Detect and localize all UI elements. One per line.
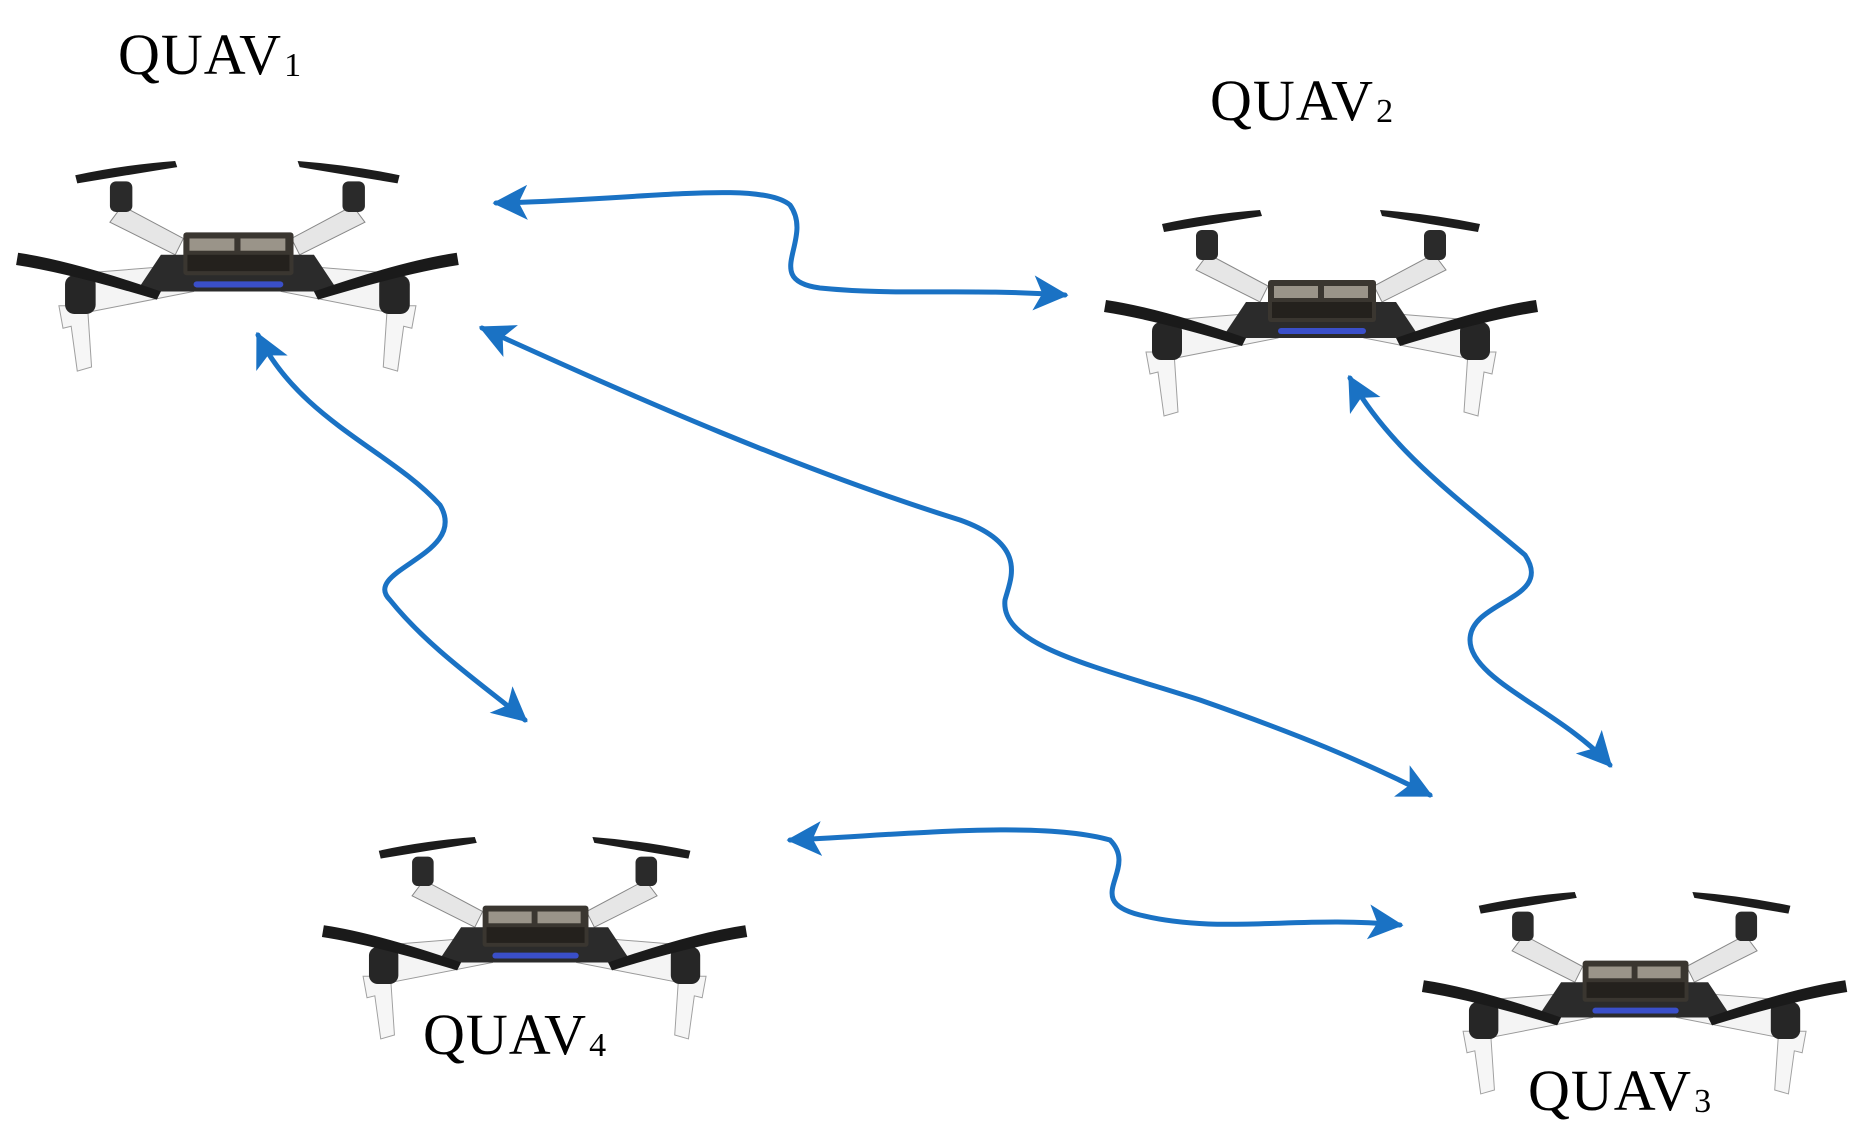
node-label-q3: QUAV3 xyxy=(1528,1062,1712,1120)
node-name: QUAV xyxy=(1528,1058,1693,1123)
quadcopter-icon xyxy=(1103,209,1539,417)
link-q1-q4 xyxy=(255,331,528,723)
link-q1-q3 xyxy=(478,325,1434,798)
node-subscript: 3 xyxy=(1694,1083,1713,1120)
node-name: QUAV xyxy=(1210,68,1375,133)
node-label-q4: QUAV4 xyxy=(423,1006,607,1064)
link-q1-q2 xyxy=(492,184,1069,311)
link-q4-q3 xyxy=(786,821,1404,940)
node-name: QUAV xyxy=(423,1002,588,1067)
node-subscript: 2 xyxy=(1376,93,1395,130)
links-layer xyxy=(255,184,1613,940)
node-subscript: 4 xyxy=(589,1027,608,1064)
node-name: QUAV xyxy=(118,22,283,87)
link-q2-q3 xyxy=(1347,374,1613,768)
node-label-q1: QUAV1 xyxy=(118,26,302,84)
node-subscript: 1 xyxy=(284,47,303,84)
quadcopter-icon xyxy=(15,160,460,372)
node-label-q2: QUAV2 xyxy=(1210,72,1394,130)
